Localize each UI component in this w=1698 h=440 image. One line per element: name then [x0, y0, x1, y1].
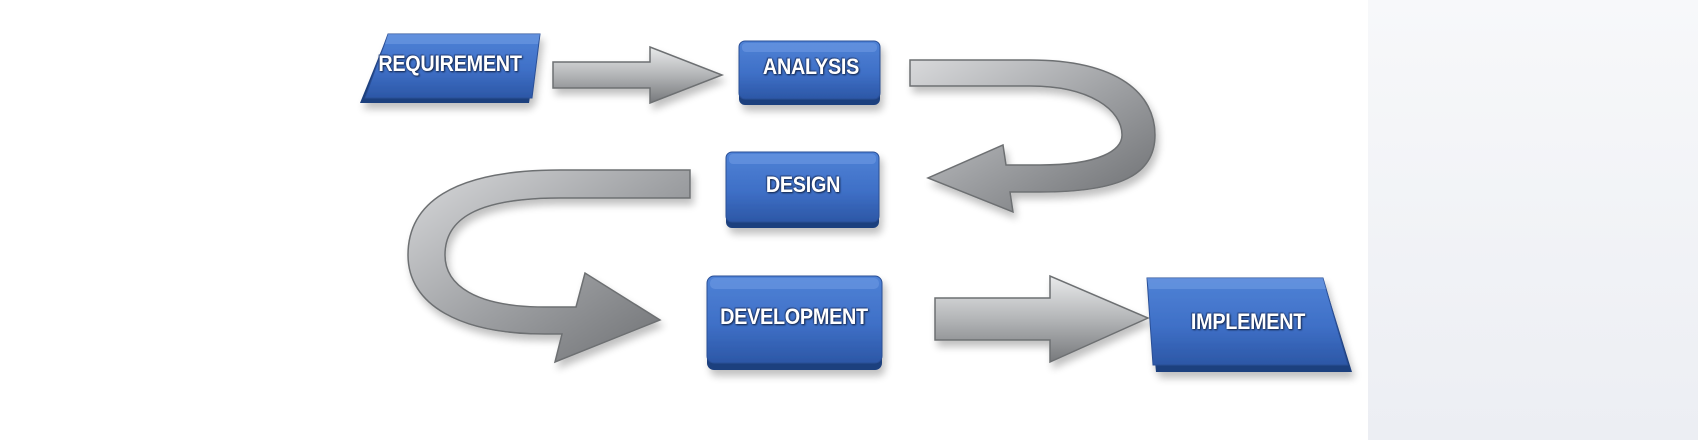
arrow-requirement-to-analysis — [552, 45, 725, 105]
stage-box-design — [725, 151, 880, 228]
stage-box-requirement — [360, 33, 541, 103]
arrow-design-to-development — [407, 169, 691, 364]
arrow-analysis-to-design — [909, 59, 1156, 214]
background-fade — [1368, 0, 1698, 440]
stage-box-implement — [1146, 277, 1352, 372]
stage-box-analysis — [738, 40, 881, 105]
stage-box-development — [706, 275, 883, 370]
arrow-development-to-implement — [934, 274, 1150, 364]
